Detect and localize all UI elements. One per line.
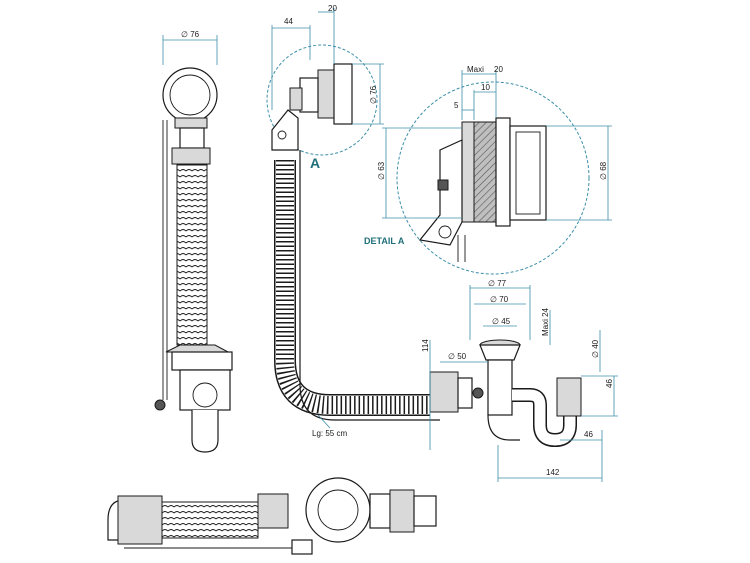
trap-outlet-nut: [556, 377, 582, 417]
tub-wall-section: [473, 121, 497, 223]
overflow-head-inner: [169, 74, 211, 116]
waste-plug: [165, 344, 229, 353]
overflow-body-detail: [418, 139, 463, 246]
dim-maxi-24: Maxi 24: [541, 307, 550, 336]
waste-tee: [179, 369, 231, 411]
overflow-plate: [317, 69, 335, 119]
detail-a: Maxi 20 10 5 ∅ 63 ∅ 68 DETAIL A: [364, 65, 612, 275]
dim-77: ∅ 77: [488, 279, 507, 288]
coupling-top: [257, 493, 289, 529]
dim-46-bottom: 46: [584, 430, 593, 439]
dim-detail-maxi: Maxi: [467, 65, 484, 74]
side-view: A 44 20 ∅ 76 Lg: 55 cm: [266, 4, 440, 438]
control-cable: [299, 150, 440, 421]
detail-a-title: DETAIL A: [364, 236, 405, 246]
dim-76-side: ∅ 76: [369, 85, 378, 104]
overflow-cover-detail: [509, 125, 547, 221]
dim-46-right: 46: [605, 379, 614, 388]
waste-body-side: [487, 359, 513, 416]
overflow-flange-top: [117, 495, 163, 545]
dim-44: 44: [284, 17, 293, 26]
dim-76-top: ∅ 76: [181, 30, 200, 39]
outlet-pipe-top: [413, 495, 437, 527]
overflow-nut: [174, 117, 208, 129]
waste-and-trap: ∅ 77 ∅ 70 ∅ 45 Maxi 24 114 ∅ 50 ∅ 40 46 …: [421, 279, 618, 482]
trap-outlet: [191, 410, 219, 453]
overflow-elbow: [271, 109, 299, 151]
hose-coupling: [429, 371, 459, 413]
trap-nut-top: [389, 489, 415, 533]
waste-flange-top: [305, 477, 371, 543]
corrugated-hose-outline: [274, 160, 430, 416]
hose-length-label: Lg: 55 cm: [312, 429, 347, 438]
detail-marker-a: A: [310, 155, 320, 171]
overflow-connector: [179, 127, 205, 149]
corrugated-hose: [276, 160, 430, 414]
front-view: ∅ 76: [154, 30, 233, 453]
dim-detail-10: 10: [481, 83, 490, 92]
overflow-coupling: [171, 147, 211, 165]
dim-detail-63: ∅ 63: [377, 161, 386, 180]
corrugated-hose-top: [161, 501, 259, 539]
dim-detail-5: 5: [454, 101, 459, 110]
dim-142: 142: [546, 468, 560, 477]
detail-circle-small: [266, 44, 378, 156]
overflow-head-outer: [162, 67, 218, 123]
top-view: [107, 477, 437, 555]
corrugated-hose-vertical: [176, 164, 208, 346]
waste-body: [171, 351, 233, 371]
control-knob: [154, 399, 166, 411]
dim-detail-20: 20: [494, 65, 503, 74]
dim-70: ∅ 70: [490, 295, 509, 304]
detail-circle-large: [396, 81, 590, 275]
dim-114: 114: [421, 339, 430, 352]
trap-bend: [512, 389, 576, 446]
dim-detail-68: ∅ 68: [599, 161, 608, 180]
overflow-cover: [333, 63, 353, 125]
dim-40: ∅ 40: [591, 339, 600, 358]
dim-50: ∅ 50: [448, 352, 467, 361]
dim-45: ∅ 45: [492, 317, 511, 326]
dim-20-top: 20: [328, 4, 337, 13]
